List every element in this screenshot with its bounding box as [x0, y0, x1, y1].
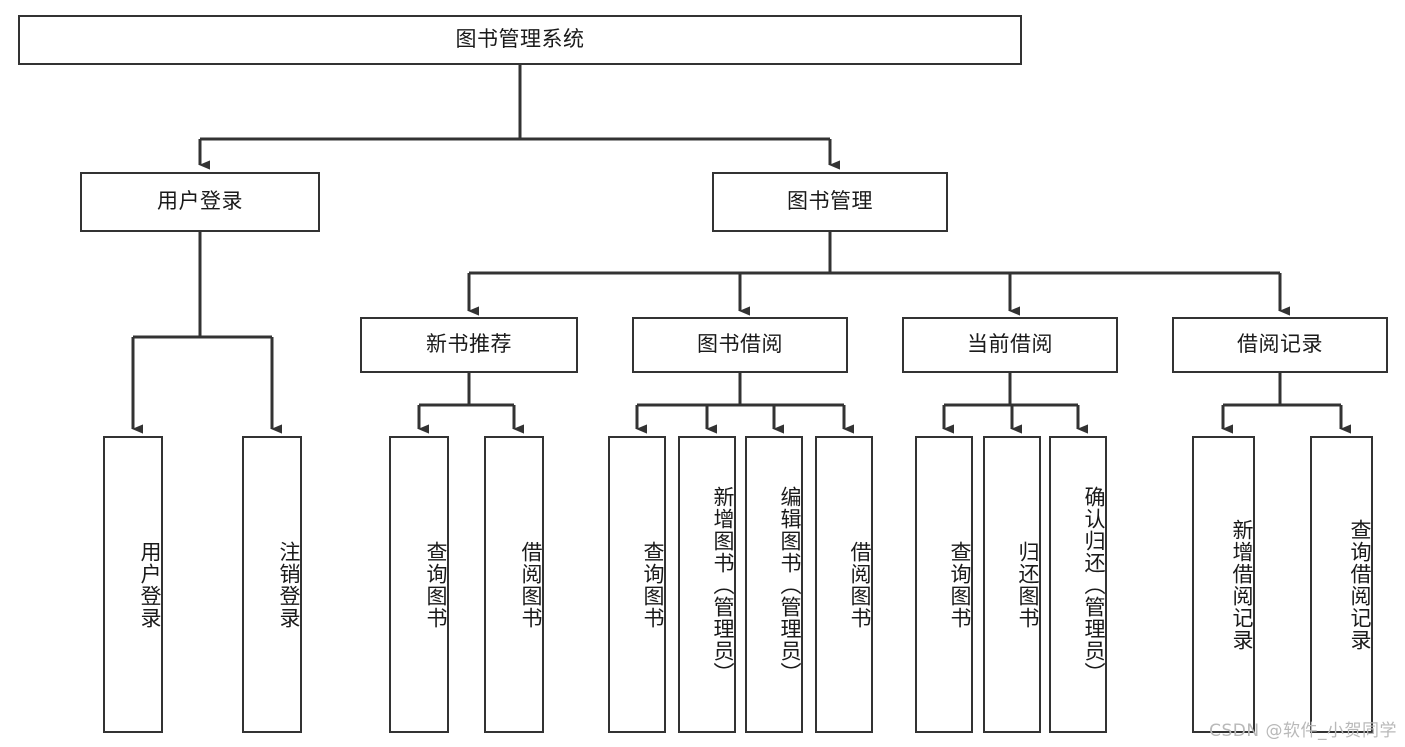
- node-root-label: 图书管理系统: [455, 27, 585, 52]
- node-borrow-record-label: 借阅记录: [1237, 332, 1323, 357]
- node-leaf-add-book-label: 新增图书（管理员）: [711, 485, 735, 684]
- node-leaf-query-book-3-label: 查询图书: [948, 540, 972, 629]
- node-leaf-edit-book-label: 编辑图书（管理员）: [778, 485, 802, 684]
- node-leaf-query-record[interactable]: 查询借阅记录: [1310, 436, 1373, 733]
- node-leaf-query-record-label: 查询借阅记录: [1348, 518, 1372, 651]
- node-leaf-confirm-return[interactable]: 确认归还（管理员）: [1049, 436, 1107, 733]
- node-leaf-borrow-book-2-label: 借阅图书: [848, 540, 872, 629]
- node-user-login-label: 用户登录: [157, 189, 243, 214]
- node-leaf-query-book-2[interactable]: 查询图书: [608, 436, 666, 733]
- node-leaf-query-book-1-label: 查询图书: [424, 540, 448, 629]
- node-book-manage[interactable]: 图书管理: [712, 172, 948, 232]
- node-new-book-recommend[interactable]: 新书推荐: [360, 317, 578, 373]
- node-leaf-edit-book[interactable]: 编辑图书（管理员）: [745, 436, 803, 733]
- node-leaf-add-record[interactable]: 新增借阅记录: [1192, 436, 1255, 733]
- node-current-borrow[interactable]: 当前借阅: [902, 317, 1118, 373]
- node-leaf-logout-login[interactable]: 注销登录: [242, 436, 302, 733]
- node-current-borrow-label: 当前借阅: [967, 332, 1053, 357]
- node-book-borrow[interactable]: 图书借阅: [632, 317, 848, 373]
- node-root[interactable]: 图书管理系统: [18, 15, 1022, 65]
- node-leaf-add-book[interactable]: 新增图书（管理员）: [678, 436, 736, 733]
- node-leaf-query-book-1[interactable]: 查询图书: [389, 436, 449, 733]
- node-leaf-query-book-3[interactable]: 查询图书: [915, 436, 973, 733]
- watermark: CSDN @软件_小贺同学: [1209, 721, 1397, 741]
- node-leaf-return-book[interactable]: 归还图书: [983, 436, 1041, 733]
- node-leaf-borrow-book-1-label: 借阅图书: [519, 540, 543, 629]
- node-borrow-record[interactable]: 借阅记录: [1172, 317, 1388, 373]
- node-user-login[interactable]: 用户登录: [80, 172, 320, 232]
- node-leaf-user-login-label: 用户登录: [138, 540, 162, 629]
- node-leaf-add-record-label: 新增借阅记录: [1230, 518, 1254, 651]
- node-leaf-return-book-label: 归还图书: [1016, 540, 1040, 629]
- node-leaf-logout-login-label: 注销登录: [277, 540, 301, 629]
- node-book-manage-label: 图书管理: [787, 189, 873, 214]
- node-leaf-borrow-book-1[interactable]: 借阅图书: [484, 436, 544, 733]
- node-leaf-user-login[interactable]: 用户登录: [103, 436, 163, 733]
- node-leaf-borrow-book-2[interactable]: 借阅图书: [815, 436, 873, 733]
- node-book-borrow-label: 图书借阅: [697, 332, 783, 357]
- node-leaf-query-book-2-label: 查询图书: [641, 540, 665, 629]
- node-leaf-confirm-return-label: 确认归还（管理员）: [1082, 485, 1106, 684]
- node-new-book-recommend-label: 新书推荐: [426, 332, 512, 357]
